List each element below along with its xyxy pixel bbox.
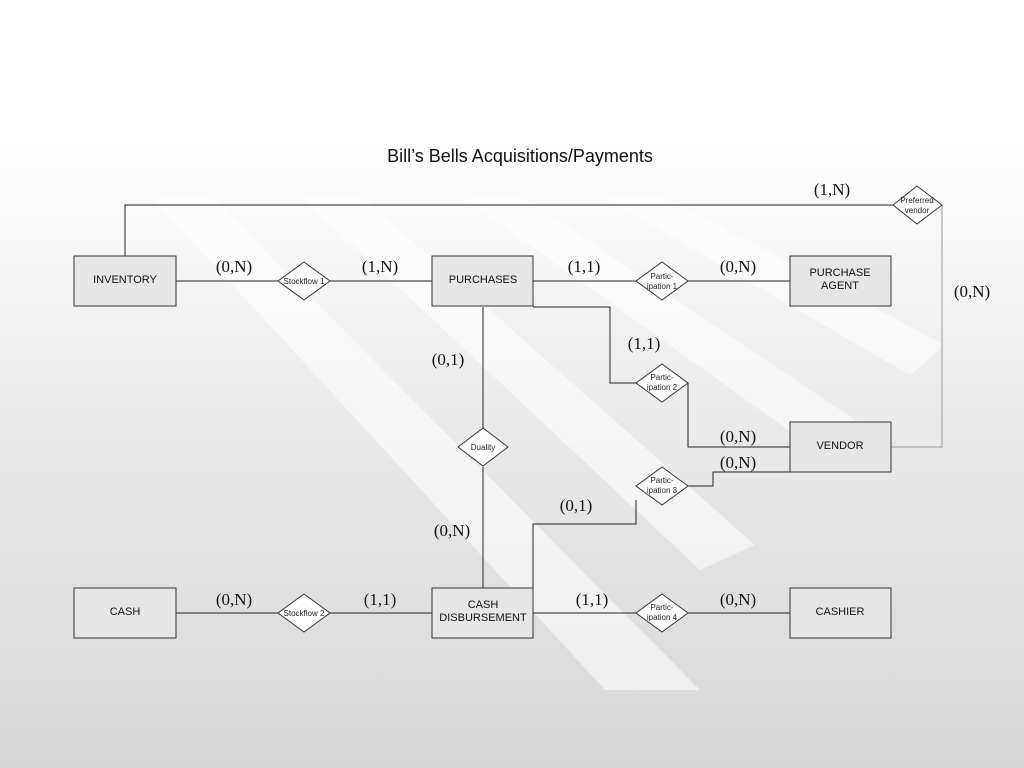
entity-box	[789, 421, 892, 473]
relationship-label-line-1: Partic-	[650, 476, 673, 485]
cardinality-label: (0,N)	[216, 590, 252, 609]
relationship-label-line-2: ipation 4	[647, 613, 678, 622]
background-stripes	[150, 195, 945, 690]
cardinality-label: (1,1)	[568, 257, 601, 276]
relationship-label-line-2: vendor	[905, 206, 930, 215]
entity-label: CASH	[110, 606, 141, 618]
relationship-stockflow-1: Stockflow 1	[277, 261, 331, 301]
relationship-participation-3: Partic- ipation 3	[635, 466, 689, 506]
cardinality-label: (0,1)	[432, 350, 465, 369]
relationship-label: Stockflow 1	[284, 277, 325, 286]
entity-purchases: PURCHASES	[431, 255, 534, 307]
connector-vendor-participation-3	[688, 471, 790, 487]
relationship-stockflow-2: Stockflow 2	[277, 593, 331, 633]
cardinality-label: (1,N)	[362, 257, 398, 276]
entity-box	[73, 255, 177, 307]
relationship-diamond	[635, 466, 689, 506]
relationship-label-line-2: ipation 1	[647, 282, 678, 291]
entity-label: INVENTORY	[93, 274, 157, 286]
connectors	[124, 204, 943, 614]
relationship-diamond	[635, 593, 689, 633]
connector-participation-2-vendor	[687, 383, 790, 448]
connector-participation-3-cash-disbursement	[532, 500, 637, 588]
cardinality-label: (0,N)	[954, 282, 990, 301]
entity-cash-disbursement: CASH DISBURSEMENT	[431, 587, 534, 639]
background-stripe	[460, 195, 870, 460]
entity-label-line-2: AGENT	[821, 280, 859, 292]
cardinality-label: (0,N)	[720, 590, 756, 609]
cardinality-label: (0,1)	[560, 496, 593, 515]
entity-box	[789, 587, 892, 639]
diagram-title: Bill’s Bells Acquisitions/Payments	[387, 146, 653, 166]
background-stripe	[600, 195, 945, 375]
relationship-participation-1: Partic- ipation 1	[635, 261, 689, 301]
entity-box	[431, 255, 534, 307]
connector-inventory-preferred-vendor	[124, 204, 893, 256]
entity-label-line-1: PURCHASE	[809, 267, 870, 279]
entity-inventory: INVENTORY	[73, 255, 177, 307]
relationship-label-line-1: Partic-	[650, 272, 673, 281]
relationship-diamond	[635, 261, 689, 301]
entity-label-line-2: DISBURSEMENT	[439, 612, 527, 624]
entity-cashier: CASHIER	[789, 587, 892, 639]
cardinality-labels: (1,N) (0,N) (1,N) (1,1) (0,N) (0,N) (1,1…	[216, 180, 990, 609]
relationship-diamond	[635, 363, 689, 403]
entity-box	[789, 255, 892, 307]
entity-vendor: VENDOR	[789, 421, 892, 473]
relationship-duality: Duality	[457, 427, 509, 467]
cardinality-label: (1,1)	[364, 590, 397, 609]
entity-cash: CASH	[73, 587, 177, 639]
cardinality-label: (0,N)	[216, 257, 252, 276]
relationship-label-line-1: Partic-	[650, 373, 673, 382]
cardinality-label: (0,N)	[720, 427, 756, 446]
relationship-label-line-2: ipation 2	[647, 383, 678, 392]
relationship-diamond	[457, 427, 509, 467]
background-stripe	[300, 195, 755, 570]
relationship-label-line-1: Partic-	[650, 603, 673, 612]
relationship-participation-2: Partic- ipation 2	[635, 363, 689, 403]
cardinality-label: (1,N)	[814, 180, 850, 199]
relationship-diamond	[277, 593, 331, 633]
cardinality-label: (0,N)	[720, 453, 756, 472]
cardinality-label: (0,N)	[720, 257, 756, 276]
cardinality-label: (1,1)	[576, 590, 609, 609]
relationship-label: Stockflow 2	[284, 609, 325, 618]
relationship-participation-4: Partic- ipation 4	[635, 593, 689, 633]
relationship-label-line-1: Preferred	[900, 196, 933, 205]
entity-box	[73, 587, 177, 639]
entity-label: VENDOR	[816, 440, 863, 452]
entity-label: PURCHASES	[449, 274, 517, 286]
connector-purchases-participation-2	[533, 306, 636, 384]
entity-box	[431, 587, 534, 639]
relationship-label-line-2: ipation 3	[647, 486, 678, 495]
relationship-label: Duality	[471, 443, 495, 452]
cardinality-label: (1,1)	[628, 334, 661, 353]
relationship-diamond	[892, 185, 943, 225]
connector-preferred-vendor-vendor	[891, 205, 943, 448]
cardinality-label: (0,N)	[434, 521, 470, 540]
relationship-preferred-vendor: Preferred vendor	[892, 185, 943, 225]
relationship-diamond	[277, 261, 331, 301]
entity-label: CASHIER	[816, 606, 865, 618]
entity-purchase-agent: PURCHASE AGENT	[789, 255, 892, 307]
background-stripe	[150, 195, 700, 690]
entity-label-line-1: CASH	[468, 599, 499, 611]
